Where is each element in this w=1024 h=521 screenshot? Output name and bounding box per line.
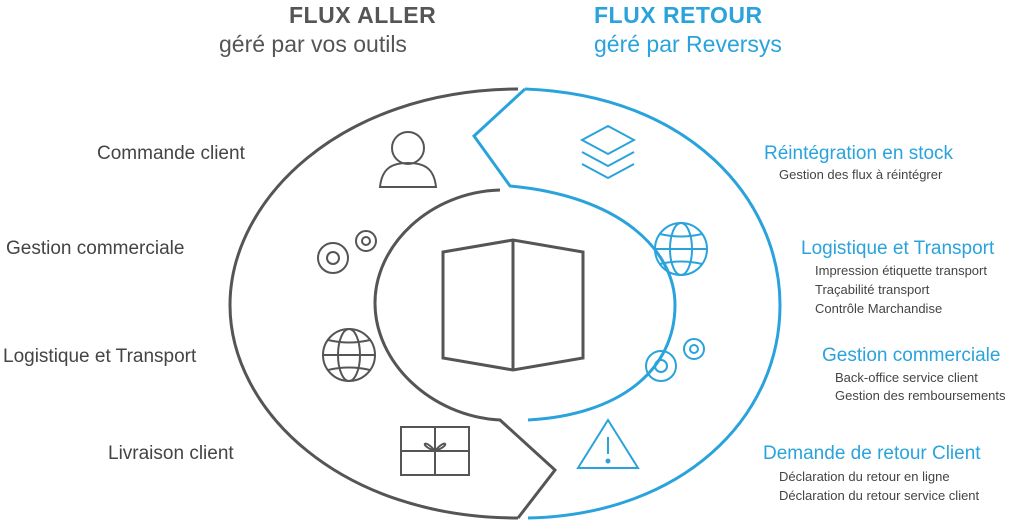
gift-box-icon [400,426,470,476]
right-step-logistique-line: Traçabilité transport [815,282,930,297]
person-icon [378,131,438,188]
left-step-logistique: Logistique et Transport [3,346,197,367]
inner-aller-arc [373,188,558,519]
right-step-gestion-line: Gestion des remboursements [835,388,1006,403]
gears-icon [317,230,377,274]
right-step-logistique-title: Logistique et Transport [801,238,995,259]
right-step-logistique-line: Impression étiquette transport [815,263,987,278]
outer-retour-arc [472,87,677,422]
warning-icon [576,418,640,469]
right-step-logistique-line: Contrôle Marchandise [815,301,943,316]
package-box-icon [441,238,585,372]
left-step-gestion: Gestion commerciale [6,238,185,259]
flux-aller-title: FLUX ALLER [289,2,437,28]
stack-layers-icon [579,124,637,180]
outer-aller-arc [228,87,519,520]
flux-retour-subtitle: géré par Reversys [594,31,782,57]
inner-retour-arc [524,87,782,520]
right-step-demande-line: Déclaration du retour en ligne [779,469,950,484]
globe-icon [322,328,376,382]
flux-aller-subtitle: géré par vos outils [219,31,407,57]
left-step-commande: Commande client [97,143,245,164]
right-step-demande-title: Demande de retour Client [763,443,981,464]
right-step-reintegration-title: Réintégration en stock [764,143,954,164]
right-step-gestion-line: Back-office service client [835,370,978,385]
left-step-livraison: Livraison client [108,443,234,464]
right-step-reintegration-line: Gestion des flux à réintégrer [779,167,943,182]
right-step-gestion-title: Gestion commerciale [822,345,1001,366]
right-step-demande-line: Déclaration du retour service client [779,488,980,503]
globe-icon [654,222,708,276]
gears-icon [645,338,705,382]
flux-retour-title: FLUX RETOUR [594,2,763,28]
